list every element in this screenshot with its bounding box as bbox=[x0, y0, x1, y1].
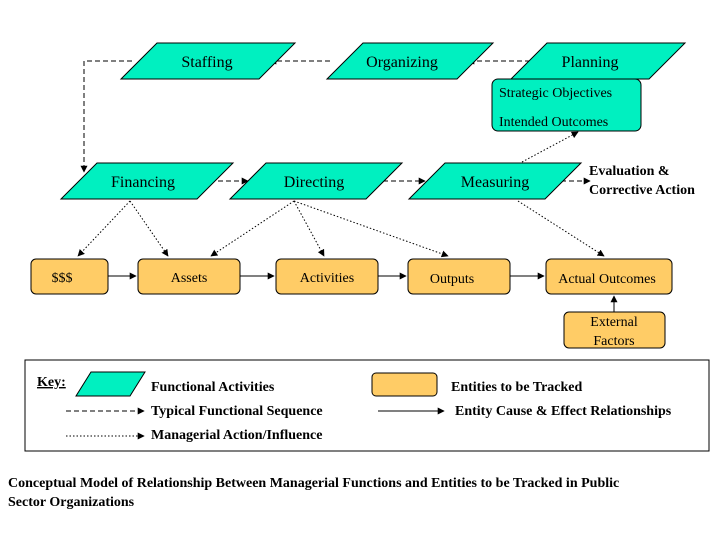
function-directing-label: Directing bbox=[284, 174, 344, 191]
function-measuring: Measuring bbox=[407, 162, 583, 200]
legend-cause-effect: Entity Cause & Effect Relationships bbox=[455, 404, 672, 419]
influence-directing-outputs bbox=[293, 200, 449, 258]
function-planning: Planning bbox=[509, 42, 687, 80]
influence-measuring-planning bbox=[521, 131, 579, 163]
evaluation-corrective-action: Evaluation & Corrective Action bbox=[589, 164, 695, 198]
entity-money: $$$ bbox=[30, 258, 109, 295]
function-planning-label: Planning bbox=[562, 54, 619, 71]
tracked-entities: $$$ Assets Activities Outputs Actual Out… bbox=[30, 258, 673, 349]
planning-details-box: Strategic Objectives Intended Outcomes bbox=[491, 78, 642, 132]
entity-external-factors-line1: External bbox=[590, 315, 638, 330]
legend-typical-sequence: Typical Functional Sequence bbox=[151, 404, 323, 419]
entity-actual-outcomes: Actual Outcomes bbox=[545, 258, 673, 295]
function-financing-label: Financing bbox=[111, 174, 175, 191]
figure-caption: Conceptual Model of Relationship Between… bbox=[8, 476, 619, 510]
entity-assets-label: Assets bbox=[171, 271, 208, 286]
strategic-objectives-label: Strategic Objectives bbox=[499, 86, 612, 101]
legend-title: Key: bbox=[37, 375, 66, 390]
managerial-influence-arrows bbox=[77, 131, 605, 258]
function-staffing-label: Staffing bbox=[181, 54, 232, 71]
legend-managerial-action: Managerial Action/Influence bbox=[151, 428, 323, 443]
function-staffing: Staffing bbox=[119, 42, 297, 80]
legend-entities-tracked: Entities to be Tracked bbox=[451, 380, 583, 395]
influence-directing-assets bbox=[210, 200, 295, 257]
entity-activities: Activities bbox=[275, 258, 379, 295]
evaluation-label-line2: Corrective Action bbox=[589, 183, 695, 198]
seq-staffing-financing bbox=[80, 60, 132, 173]
functional-activities: Staffing Organizing Planning Financing D… bbox=[59, 42, 687, 200]
entity-activities-label: Activities bbox=[300, 271, 354, 286]
function-financing: Financing bbox=[59, 162, 235, 200]
legend-entity-swatch bbox=[371, 372, 438, 397]
influence-measuring-outcomes bbox=[517, 200, 605, 257]
entity-assets: Assets bbox=[137, 258, 241, 295]
cause-effect-arrows bbox=[108, 272, 618, 312]
caption-line1: Conceptual Model of Relationship Between… bbox=[8, 476, 619, 491]
function-measuring-label: Measuring bbox=[461, 174, 529, 191]
entity-external-factors-line2: Factors bbox=[593, 334, 634, 349]
influence-directing-activities bbox=[293, 200, 325, 257]
entity-outputs: Outputs bbox=[407, 258, 511, 295]
functional-sequence-arrows bbox=[80, 57, 591, 185]
legend: Key: Functional Activities Entities to b… bbox=[24, 359, 710, 452]
function-directing: Directing bbox=[228, 162, 404, 200]
influence-financing-assets bbox=[129, 200, 169, 257]
entity-money-label: $$$ bbox=[52, 271, 73, 286]
function-organizing: Organizing bbox=[325, 42, 495, 80]
function-organizing-label: Organizing bbox=[366, 54, 438, 71]
evaluation-label-line1: Evaluation & bbox=[589, 164, 670, 179]
intended-outcomes-label: Intended Outcomes bbox=[499, 115, 608, 130]
entity-external-factors: External Factors bbox=[563, 311, 666, 349]
legend-functional-activities: Functional Activities bbox=[151, 380, 275, 395]
entity-actual-outcomes-label: Actual Outcomes bbox=[558, 272, 656, 287]
legend-function-swatch bbox=[75, 371, 146, 397]
entity-outputs-label: Outputs bbox=[430, 272, 474, 287]
caption-line2: Sector Organizations bbox=[8, 495, 135, 510]
influence-financing-money bbox=[77, 200, 131, 257]
